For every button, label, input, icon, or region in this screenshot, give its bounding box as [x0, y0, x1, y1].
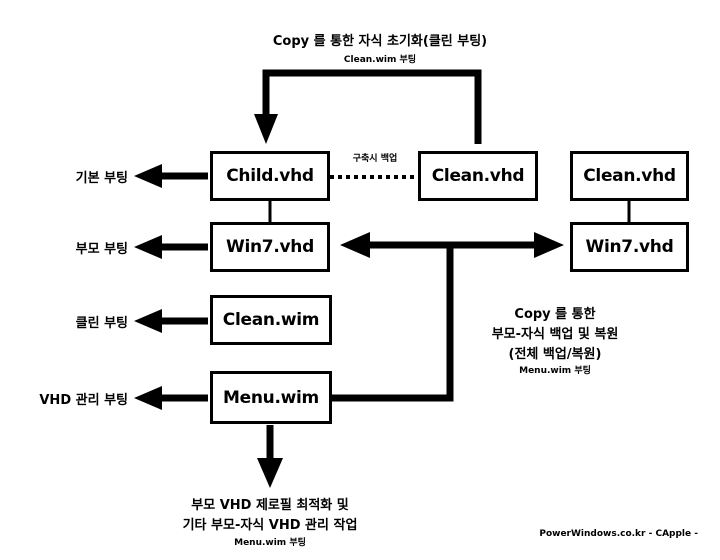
backup-caption-line3: (전체 백업/복원)	[508, 347, 602, 362]
label-clean-boot: 클린 부팅	[75, 316, 128, 331]
arrow-down-management	[257, 425, 283, 488]
arrow-clean-boot	[134, 309, 208, 333]
clean-vhd-right-label: Clean.vhd	[583, 166, 676, 186]
arrow-basic-boot	[134, 164, 208, 188]
backup-caption-line1: Copy 를 통한	[514, 307, 596, 322]
bottom-caption-line2: 기타 부모-자식 VHD 관리 작업	[182, 518, 358, 533]
clean-vhd-left-box: Clean.vhd	[418, 151, 538, 201]
top-caption-title: Copy 를 통한 자식 초기화(클린 부팅)	[272, 34, 488, 49]
label-basic-boot: 기본 부팅	[75, 171, 128, 186]
child-vhd-label: Child.vhd	[226, 166, 314, 186]
menu-wim-label: Menu.wim	[223, 387, 319, 408]
arrow-vhd-manage-boot	[134, 386, 208, 410]
clean-vhd-left-label: Clean.vhd	[431, 166, 525, 186]
label-vhd-manage-boot: VHD 관리 부팅	[39, 393, 128, 408]
win7-vhd-left-box: Win7.vhd	[210, 222, 330, 272]
label-parent-boot: 부모 부팅	[75, 242, 128, 257]
top-caption-subtitle: Clean.wim 부팅	[343, 55, 417, 65]
menu-wim-box: Menu.wim	[210, 371, 332, 424]
backup-caption-line4: Menu.wim 부팅	[519, 366, 591, 376]
clean-vhd-right-box: Clean.vhd	[570, 151, 689, 201]
clean-wim-box: Clean.wim	[210, 295, 332, 345]
child-vhd-box: Child.vhd	[210, 151, 330, 201]
win7-vhd-right-box: Win7.vhd	[570, 222, 689, 272]
win7-vhd-left-label: Win7.vhd	[226, 237, 314, 257]
clean-wim-label: Clean.wim	[222, 310, 320, 330]
reset-loop-line	[262, 69, 482, 144]
reset-loop-arrowhead	[254, 114, 278, 144]
credit-text: PowerWindows.co.kr - CApple -	[539, 529, 698, 539]
bottom-caption-line3: Menu.wim 부팅	[234, 538, 306, 548]
menu-to-backup-line	[332, 245, 454, 402]
win7-vhd-right-label: Win7.vhd	[585, 237, 674, 257]
backup-link-label: 구축시 백업	[352, 154, 398, 164]
backup-caption-line2: 부모-자식 백업 및 복원	[491, 327, 619, 342]
arrow-parent-boot	[134, 235, 208, 259]
bottom-caption-line1: 부모 VHD 제로필 최적화 및	[191, 498, 349, 513]
